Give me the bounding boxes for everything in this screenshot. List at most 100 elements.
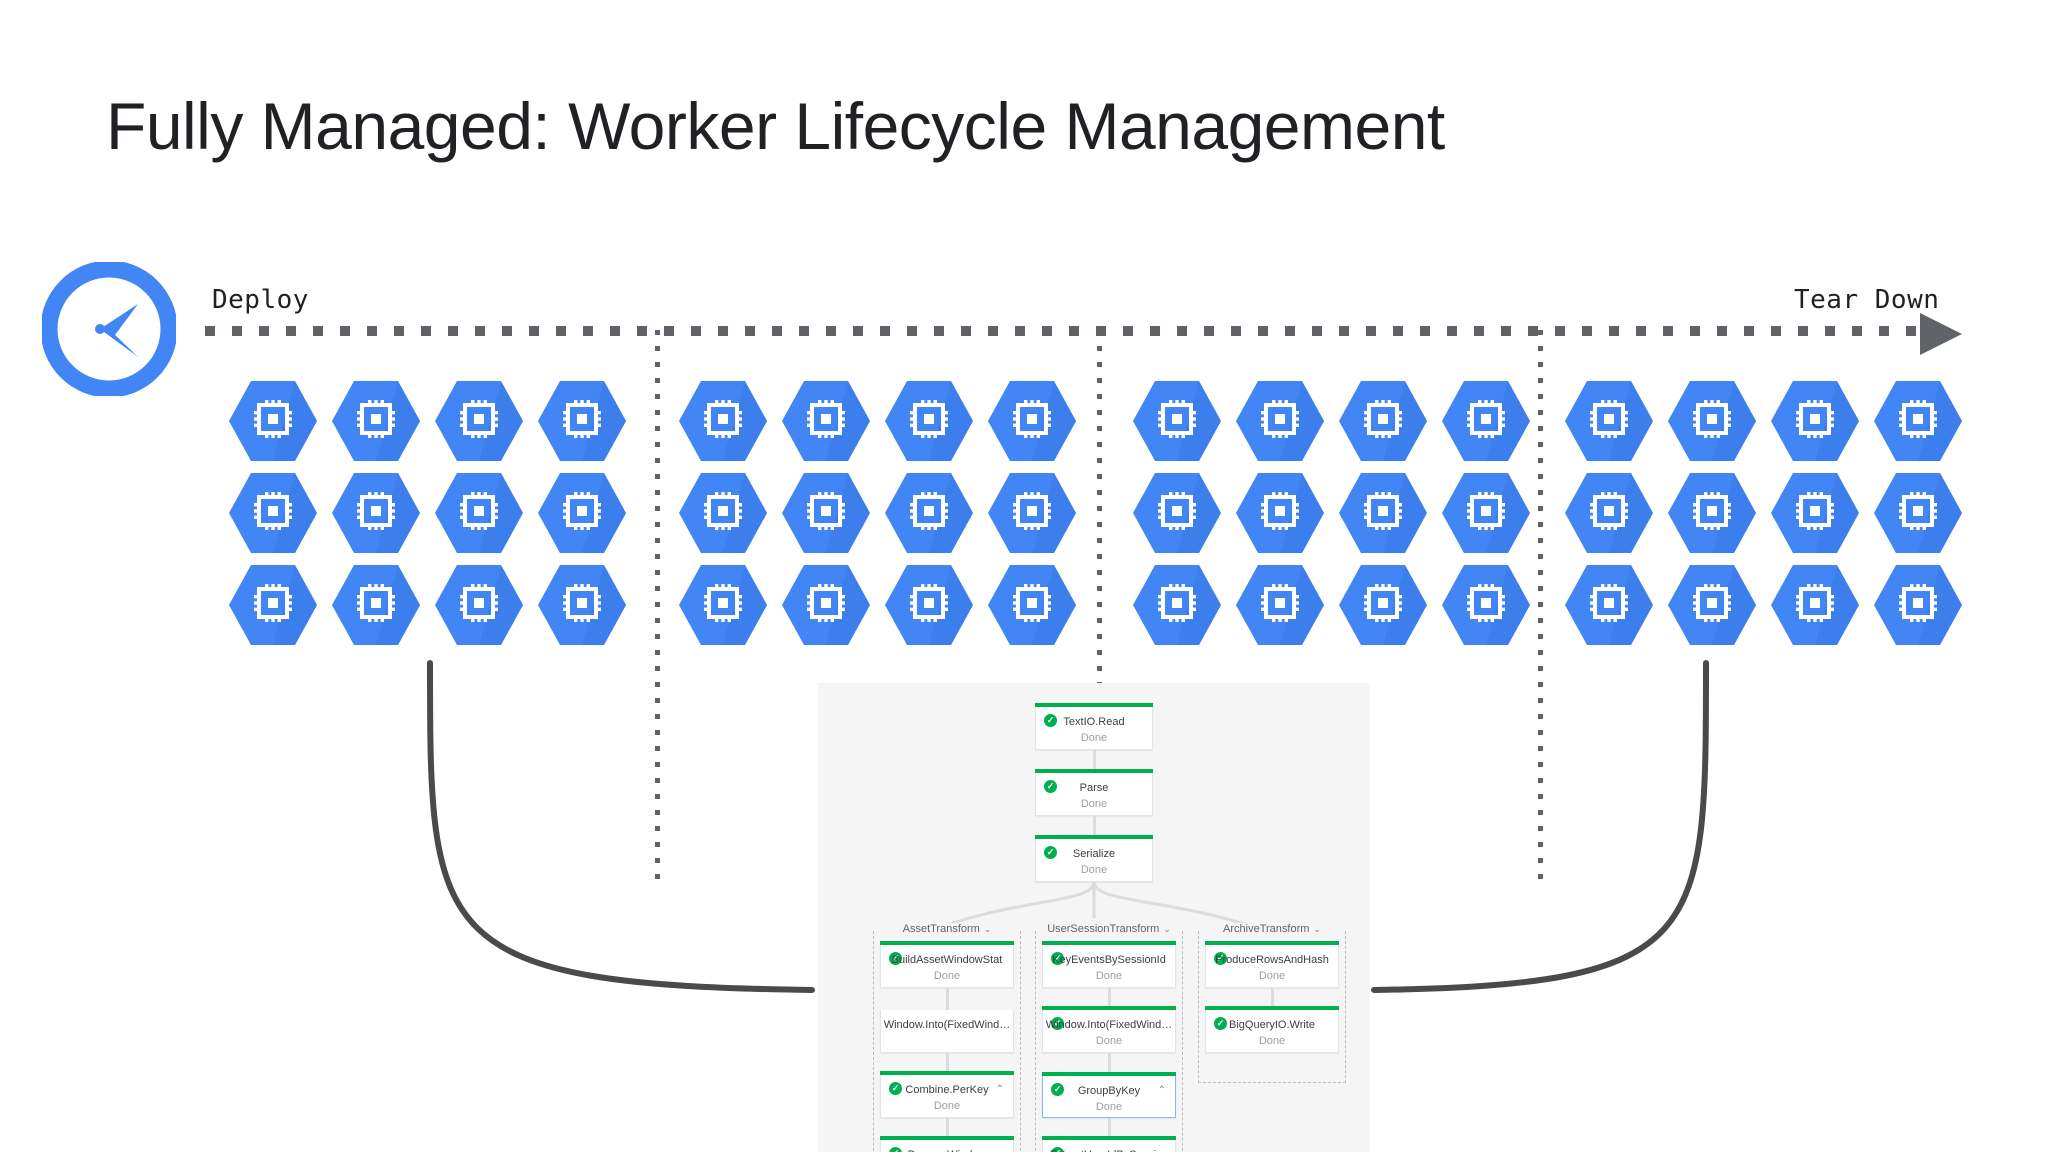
worker-node[interactable] [1665, 560, 1768, 652]
worker-node[interactable] [1439, 468, 1542, 560]
chevron-down-icon[interactable]: ⌄ [1313, 924, 1321, 934]
worker-node[interactable] [1768, 560, 1871, 652]
worker-hexagon[interactable] [1236, 563, 1324, 647]
pipeline-node[interactable]: ✓ProcessWindowDone [880, 1136, 1014, 1152]
pipeline-node[interactable]: Window.Into(FixedWind… [880, 1010, 1014, 1053]
worker-node[interactable] [882, 560, 985, 652]
worker-node[interactable] [779, 560, 882, 652]
worker-node[interactable] [985, 376, 1088, 468]
worker-node[interactable] [676, 468, 779, 560]
worker-node[interactable] [226, 560, 329, 652]
worker-hexagon[interactable] [229, 379, 317, 463]
worker-node[interactable] [882, 468, 985, 560]
worker-node[interactable] [1665, 376, 1768, 468]
worker-node[interactable] [676, 560, 779, 652]
worker-node[interactable] [329, 560, 432, 652]
worker-node[interactable] [1233, 560, 1336, 652]
worker-node[interactable] [535, 560, 638, 652]
worker-node[interactable] [226, 468, 329, 560]
worker-hexagon[interactable] [988, 563, 1076, 647]
pipeline-node[interactable]: ✓Window.Into(FixedWind…Done [1042, 1006, 1176, 1053]
worker-hexagon[interactable] [1339, 379, 1427, 463]
worker-hexagon[interactable] [782, 471, 870, 555]
worker-hexagon[interactable] [885, 563, 973, 647]
chevron-down-icon[interactable]: ⌄ [1163, 924, 1171, 934]
worker-hexagon[interactable] [1668, 563, 1756, 647]
worker-node[interactable] [1665, 468, 1768, 560]
worker-node[interactable] [1439, 376, 1542, 468]
worker-hexagon[interactable] [1442, 471, 1530, 555]
worker-node[interactable] [432, 560, 535, 652]
worker-node[interactable] [329, 468, 432, 560]
worker-hexagon[interactable] [1442, 379, 1530, 463]
worker-hexagon[interactable] [885, 379, 973, 463]
worker-hexagon[interactable] [332, 471, 420, 555]
worker-node[interactable] [1130, 468, 1233, 560]
worker-node[interactable] [1336, 376, 1439, 468]
worker-hexagon[interactable] [988, 471, 1076, 555]
worker-hexagon[interactable] [782, 563, 870, 647]
worker-node[interactable] [985, 468, 1088, 560]
worker-hexagon[interactable] [1771, 563, 1859, 647]
worker-hexagon[interactable] [435, 379, 523, 463]
worker-hexagon[interactable] [679, 379, 767, 463]
worker-hexagon[interactable] [1668, 471, 1756, 555]
worker-hexagon[interactable] [435, 563, 523, 647]
worker-hexagon[interactable] [1133, 563, 1221, 647]
worker-hexagon[interactable] [435, 471, 523, 555]
worker-node[interactable] [1439, 560, 1542, 652]
worker-node[interactable] [1130, 376, 1233, 468]
worker-hexagon[interactable] [1874, 471, 1962, 555]
worker-node[interactable] [1871, 376, 1974, 468]
worker-node[interactable] [1233, 376, 1336, 468]
worker-node[interactable] [1562, 560, 1665, 652]
worker-hexagon[interactable] [1133, 471, 1221, 555]
worker-hexagon[interactable] [538, 379, 626, 463]
worker-node[interactable] [676, 376, 779, 468]
pipeline-node[interactable]: ✓ExtractUserIdBySessionDone [1042, 1136, 1176, 1152]
worker-node[interactable] [432, 376, 535, 468]
worker-hexagon[interactable] [1133, 379, 1221, 463]
worker-hexagon[interactable] [332, 379, 420, 463]
worker-node[interactable] [1871, 560, 1974, 652]
worker-hexagon[interactable] [1874, 379, 1962, 463]
worker-hexagon[interactable] [1236, 379, 1324, 463]
collapse-chevron-icon[interactable]: ⌃ [1157, 1085, 1166, 1096]
worker-hexagon[interactable] [1565, 379, 1653, 463]
worker-hexagon[interactable] [1339, 471, 1427, 555]
transform-group[interactable]: UserSessionTransform⌄ [1035, 923, 1183, 1152]
worker-node[interactable] [1233, 468, 1336, 560]
worker-node[interactable] [1871, 468, 1974, 560]
worker-hexagon[interactable] [229, 471, 317, 555]
transform-group-label[interactable]: ArchiveTransform⌄ [1199, 923, 1345, 935]
worker-node[interactable] [1562, 468, 1665, 560]
chevron-down-icon[interactable]: ⌄ [983, 924, 992, 934]
worker-node[interactable] [432, 468, 535, 560]
worker-hexagon[interactable] [538, 471, 626, 555]
worker-node[interactable] [1768, 468, 1871, 560]
worker-hexagon[interactable] [782, 379, 870, 463]
worker-node[interactable] [535, 468, 638, 560]
worker-node[interactable] [1130, 560, 1233, 652]
worker-hexagon[interactable] [229, 563, 317, 647]
worker-hexagon[interactable] [679, 471, 767, 555]
worker-node[interactable] [329, 376, 432, 468]
worker-hexagon[interactable] [1442, 563, 1530, 647]
worker-node[interactable] [985, 560, 1088, 652]
worker-hexagon[interactable] [1565, 471, 1653, 555]
worker-hexagon[interactable] [332, 563, 420, 647]
transform-group-label[interactable]: AssetTransform⌄ [874, 923, 1020, 935]
worker-node[interactable] [1336, 468, 1439, 560]
transform-group[interactable]: AssetTransform⌄ [873, 923, 1021, 1152]
transform-group-label[interactable]: UserSessionTransform⌄ [1036, 923, 1182, 935]
worker-node[interactable] [1768, 376, 1871, 468]
worker-hexagon[interactable] [538, 563, 626, 647]
worker-node[interactable] [535, 376, 638, 468]
worker-hexagon[interactable] [679, 563, 767, 647]
